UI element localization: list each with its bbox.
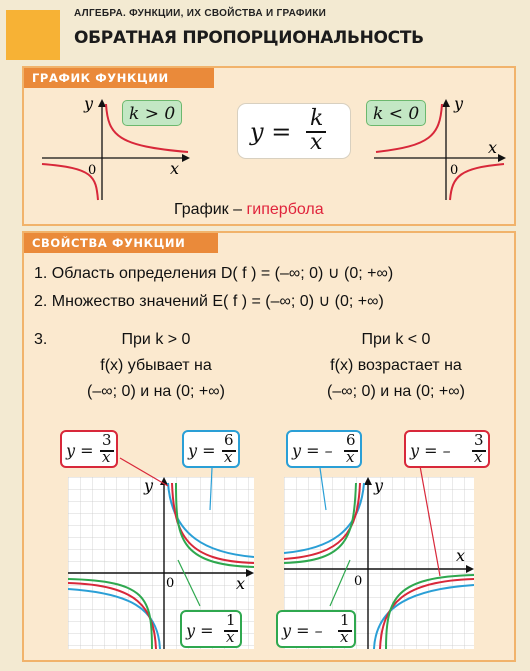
caption-keyword: гипербола — [246, 201, 324, 218]
formula-box: y = k x — [238, 104, 350, 158]
graph-panel: ГРАФИК ФУНКЦИИ y x 0 k > 0 y = k x y x 0… — [22, 66, 516, 226]
formula-denominator: x — [310, 130, 323, 155]
right-condition: При k < 0 — [361, 331, 431, 348]
label-fraction-bar — [338, 630, 352, 632]
origin-label: 0 — [88, 163, 96, 178]
origin-label: 0 — [166, 576, 174, 591]
origin-label: 0 — [450, 163, 458, 178]
label-denominator: x — [340, 628, 349, 646]
graph-caption: График – гипербола — [174, 201, 324, 219]
label-numerator: 1 — [226, 611, 236, 629]
label-fraction-bar — [344, 450, 358, 452]
properties-section-heading: СВОЙСТВА ФУНКЦИИ — [24, 233, 218, 253]
graph-section-heading: ГРАФИК ФУНКЦИИ — [24, 68, 214, 88]
label-lhs: y = – — [410, 441, 451, 460]
axis-y-label: y — [373, 477, 384, 495]
hyperbola-k-negative-graph: y x 0 — [374, 96, 506, 201]
label-lhs: y = — [66, 441, 94, 460]
axis-y-label: y — [143, 477, 154, 495]
axis-x-label: x — [456, 546, 465, 565]
formula-lhs: y = — [250, 118, 292, 146]
label-denominator: x — [226, 628, 235, 646]
label-numerator: 6 — [346, 431, 356, 449]
label-numerator: 3 — [474, 431, 484, 449]
label-denominator: x — [474, 448, 483, 466]
k-positive-properties: При k > 0 f(x) убывает на (–∞; 0) и на (… — [46, 327, 266, 405]
right-behavior: f(x) возрастает на — [330, 357, 462, 374]
k-negative-properties: При k < 0 f(x) возрастает на (–∞; 0) и н… — [286, 327, 506, 405]
axis-x-label: x — [236, 574, 245, 593]
header-color-block — [6, 10, 60, 60]
property-domain: 1. Область определения D( f ) = (–∞; 0) … — [34, 265, 394, 282]
label-denominator: x — [102, 448, 111, 466]
property-range: 2. Множество значений E( f ) = (–∞; 0) ∪… — [34, 293, 384, 310]
axis-x-label: x — [488, 138, 497, 157]
formula-numerator: k — [310, 106, 324, 131]
property-3-number: 3. — [34, 331, 48, 348]
fraction-bar — [306, 131, 326, 133]
label-numerator: 1 — [340, 611, 350, 629]
label-denominator: x — [346, 448, 355, 466]
axis-y-label: y — [453, 96, 464, 113]
k-positive-label: k > 0 — [122, 100, 183, 126]
label-numerator: 3 — [102, 431, 112, 449]
label-fraction-bar — [224, 630, 238, 632]
axis-y-label: y — [83, 96, 94, 113]
left-behavior: f(x) убывает на — [100, 357, 212, 374]
label-denominator: x — [224, 448, 233, 466]
k-positive-hyperbolas-graph: y x 0 — [68, 477, 254, 649]
origin-label: 0 — [354, 574, 362, 589]
right-intervals: (–∞; 0) и на (0; +∞) — [327, 383, 465, 400]
k-negative-label: k < 0 — [366, 100, 427, 126]
caption-prefix: График – — [174, 201, 247, 218]
axis-x-label: x — [170, 159, 179, 178]
label-lhs: y = – — [292, 441, 333, 460]
header-subtitle: АЛГЕБРА. ФУНКЦИИ, ИХ СВОЙСТВА И ГРАФИКИ — [74, 8, 327, 19]
left-condition: При k > 0 — [121, 331, 191, 348]
label-fraction-bar — [100, 450, 114, 452]
left-intervals: (–∞; 0) и на (0; +∞) — [87, 383, 225, 400]
label-lhs: y = — [186, 621, 214, 640]
page-header: АЛГЕБРА. ФУНКЦИИ, ИХ СВОЙСТВА И ГРАФИКИ … — [0, 0, 530, 60]
label-lhs: y = – — [282, 621, 323, 640]
label-fraction-bar — [222, 450, 236, 452]
hyperbola-k-positive-graph: y x 0 — [41, 96, 190, 201]
label-fraction-bar — [472, 450, 486, 452]
page-title: ОБРАТНАЯ ПРОПОРЦИОНАЛЬНОСТЬ — [74, 28, 424, 48]
label-numerator: 6 — [224, 431, 234, 449]
label-lhs: y = — [188, 441, 216, 460]
k-negative-hyperbolas-graph: y x 0 — [284, 477, 474, 649]
